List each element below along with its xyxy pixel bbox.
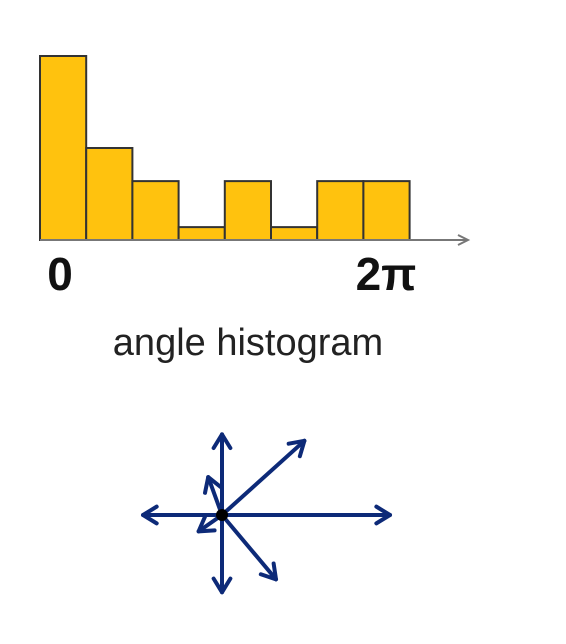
vector-arrowhead <box>258 561 278 582</box>
histogram-bar <box>39 55 88 241</box>
vector-shaft <box>220 513 278 582</box>
angle-histogram <box>39 55 411 241</box>
vector-arrowhead <box>196 514 217 534</box>
vector-arrowhead <box>211 576 233 595</box>
vector-arrowhead <box>141 504 159 526</box>
gradient-vector-diagram <box>141 432 392 595</box>
vector-shaft <box>220 438 307 517</box>
x-tick-label-0: 0 <box>47 248 73 300</box>
x-tick-label-2pi: 2π <box>356 248 417 300</box>
vector-arrowhead <box>211 432 233 450</box>
vector-arrowhead <box>203 475 223 495</box>
vector-origin-dot <box>216 509 228 521</box>
histogram-bar <box>131 180 180 241</box>
histogram-bar <box>316 180 365 241</box>
histogram-caption: angle histogram <box>113 322 383 364</box>
histogram-bar <box>270 226 319 241</box>
histogram-bar <box>223 180 273 241</box>
histogram-x-axis <box>40 234 471 246</box>
vector-arrowhead <box>374 504 392 526</box>
histogram-bar <box>177 226 226 241</box>
histogram-bar <box>85 147 134 241</box>
histogram-bar <box>362 180 411 241</box>
vector-arrowhead <box>286 438 307 459</box>
x-axis-arrowhead <box>457 234 471 246</box>
vector-shaft <box>206 475 224 517</box>
